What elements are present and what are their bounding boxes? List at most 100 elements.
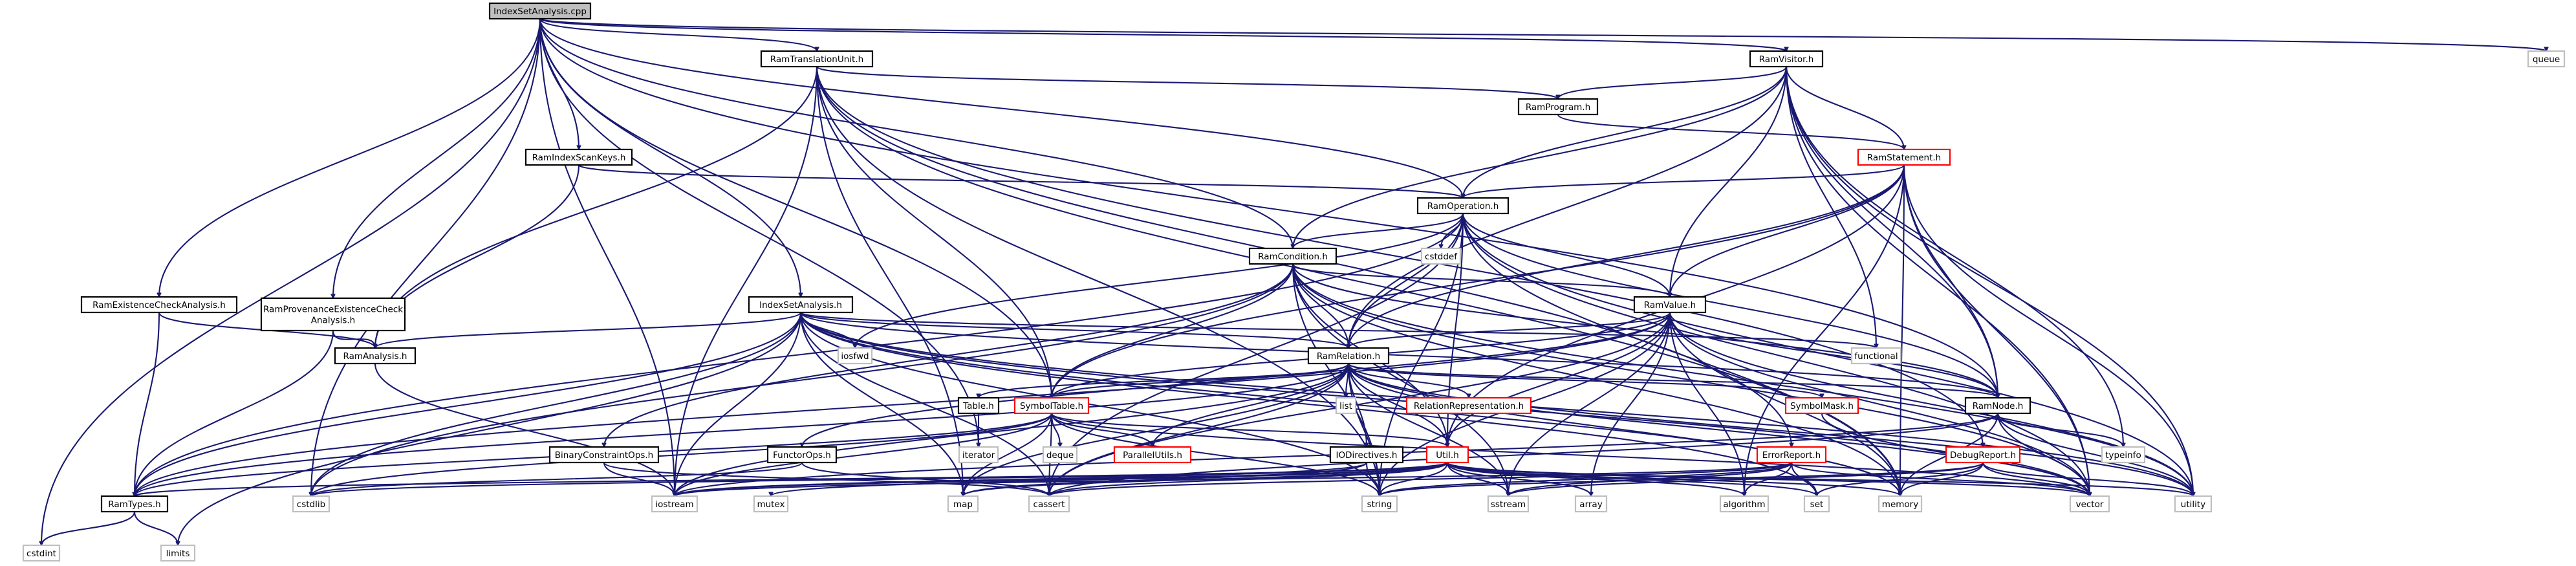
node-util-h[interactable]: Util.h bbox=[1425, 446, 1469, 464]
edge-IndexSetAnalysis_cpp-to-queue bbox=[539, 18, 2546, 51]
node-relationrepresentation-h[interactable]: RelationRepresentation.h bbox=[1405, 397, 1532, 415]
edge-IndexSetAnalysis_cpp-to-iterator bbox=[539, 18, 979, 447]
node-ramindexscankeys-h[interactable]: RamIndexScanKeys.h bbox=[525, 148, 633, 166]
node-label: iosfwd bbox=[841, 351, 869, 362]
node-label: RamOperation.h bbox=[1427, 201, 1499, 212]
node-functorops-h[interactable]: FunctorOps.h bbox=[766, 446, 838, 464]
edge-RamStatement_h-to-RamRelation_h bbox=[1348, 164, 1905, 348]
node-table-h[interactable]: Table.h bbox=[957, 397, 1000, 415]
node-set: set bbox=[1803, 495, 1830, 513]
node-ramoperation-h[interactable]: RamOperation.h bbox=[1416, 197, 1510, 215]
edge-IODirectives_h-to-string bbox=[1365, 462, 1380, 496]
edge-RamTranslationUnit_h-to-map bbox=[816, 66, 963, 496]
node-binaryconstraintops-h[interactable]: BinaryConstraintOps.h bbox=[548, 446, 660, 464]
node-label: RamValue.h bbox=[1644, 300, 1696, 310]
node-memory: memory bbox=[1878, 495, 1923, 513]
node-errorreport-h[interactable]: ErrorReport.h bbox=[1756, 446, 1827, 464]
edge-IndexSetAnalysis_h-to-RamNode_h bbox=[799, 312, 1998, 398]
node-parallelutils-h[interactable]: ParallelUtils.h bbox=[1113, 446, 1192, 464]
edge-RamRelation_h-to-Table_h bbox=[979, 363, 1350, 398]
edge-IndexSetAnalysis_h-to-RamAnalysis_h bbox=[375, 312, 802, 349]
edge-RamRelation_h-to-string bbox=[1347, 363, 1380, 496]
node-symbolmask-h[interactable]: SymbolMask.h bbox=[1784, 397, 1859, 415]
node-label: SymbolTable.h bbox=[1020, 401, 1083, 411]
node-ramexistencecheckanalysis-h[interactable]: RamExistenceCheckAnalysis.h bbox=[80, 296, 238, 314]
node-label: RamAnalysis.h bbox=[343, 351, 407, 362]
node-label: IndexSetAnalysis.h bbox=[759, 300, 842, 310]
node-ramstatement-h[interactable]: RamStatement.h bbox=[1857, 148, 1951, 166]
edge-RamValue_h-to-algorithm bbox=[1669, 312, 1744, 496]
edge-RamValue_h-to-sstream bbox=[1508, 312, 1671, 496]
edge-DebugReport_h-to-set bbox=[1817, 462, 1984, 496]
edge-RamVisitor_h-to-RamProgram_h bbox=[1558, 66, 1788, 99]
edge-RamVisitor_h-to-RamRelation_h bbox=[1348, 66, 1788, 348]
node-symboltable-h[interactable]: SymbolTable.h bbox=[1013, 397, 1090, 415]
node-indexsetanalysis-cpp[interactable]: IndexSetAnalysis.cpp bbox=[488, 2, 592, 20]
edge-DebugReport_h-to-memory bbox=[1900, 462, 1984, 496]
node-iostream: iostream bbox=[651, 495, 698, 513]
edge-IndexSetAnalysis_h-to-limits bbox=[178, 312, 802, 545]
node-ramtranslationunit-h[interactable]: RamTranslationUnit.h bbox=[760, 50, 874, 68]
edge-IndexSetAnalysis_cpp-to-iostream bbox=[539, 18, 675, 496]
node-label: cstdlib bbox=[297, 499, 325, 510]
node-iodirectives-h[interactable]: IODirectives.h bbox=[1329, 446, 1404, 464]
node-list: list bbox=[1335, 397, 1357, 415]
node-ramprogram-h[interactable]: RamProgram.h bbox=[1517, 98, 1599, 116]
edge-IndexSetAnalysis_h-to-RamTypes_h bbox=[135, 312, 802, 496]
node-utility: utility bbox=[2174, 495, 2213, 513]
edge-ErrorReport_h-to-string bbox=[1380, 462, 1793, 497]
node-label: vector bbox=[2076, 499, 2104, 510]
node-label: deque bbox=[1046, 450, 1074, 461]
edge-IndexSetAnalysis_cpp-to-cstdlib bbox=[311, 18, 541, 496]
node-label: ParallelUtils.h bbox=[1123, 450, 1182, 461]
node-ramvalue-h[interactable]: RamValue.h bbox=[1633, 296, 1707, 314]
edge-RamStatement_h-to-vector bbox=[1903, 164, 2090, 496]
node-label: RamCondition.h bbox=[1258, 252, 1328, 262]
edge-RamVisitor_h-to-typeinfo bbox=[1785, 66, 2123, 447]
edge-RamVisitor_h-to-vector bbox=[1785, 66, 2090, 496]
node-indexsetanalysis-h[interactable]: IndexSetAnalysis.h bbox=[748, 296, 854, 314]
node-label: iostream bbox=[655, 499, 693, 510]
node-ramcondition-h[interactable]: RamCondition.h bbox=[1248, 247, 1337, 265]
edge-RamTypes_h-to-limits bbox=[133, 511, 178, 545]
edge-RamTranslationUnit_h-to-string bbox=[816, 66, 1380, 496]
node-array: array bbox=[1574, 495, 1608, 513]
edge-RamCondition_h-to-RamNode_h bbox=[1292, 263, 1998, 398]
node-ramnode-h[interactable]: RamNode.h bbox=[1964, 397, 2031, 415]
edge-RamVisitor_h-to-RamValue_h bbox=[1670, 66, 1788, 297]
edge-Util_h-to-cstdlib bbox=[311, 462, 1449, 497]
edge-RamNode_h-to-utility bbox=[1997, 413, 2193, 496]
node-ramvisitor-h[interactable]: RamVisitor.h bbox=[1749, 50, 1824, 68]
node-label: Analysis.h bbox=[311, 316, 355, 326]
edge-DebugReport_h-to-string bbox=[1380, 462, 1984, 497]
node-queue: queue bbox=[2527, 50, 2566, 68]
node-label: DebugReport.h bbox=[1950, 450, 2016, 461]
edge-RamNode_h-to-typeinfo bbox=[1997, 413, 2123, 447]
node-mutex: mutex bbox=[753, 495, 789, 513]
node-ramrelation-h[interactable]: RamRelation.h bbox=[1307, 347, 1390, 365]
node-label: utility bbox=[2181, 499, 2205, 510]
edge-RamVisitor_h-to-RamOperation_h bbox=[1463, 66, 1788, 198]
edge-IndexSetAnalysis_h-to-RamRelation_h bbox=[799, 312, 1348, 349]
edge-RamProvenanceExistenceCheckAnalysis_h-to-RamTypes_h bbox=[135, 330, 334, 496]
edge-IndexSetAnalysis_h-to-iostream bbox=[675, 312, 802, 496]
edge-IndexSetAnalysis_cpp-to-RamCondition_h bbox=[539, 18, 1293, 248]
edge-RamOperation_h-to-RamRelation_h bbox=[1348, 213, 1464, 348]
node-label: sstream bbox=[1491, 499, 1526, 510]
edge-RamValue_h-to-vector bbox=[1669, 312, 2090, 496]
edge-IndexSetAnalysis_cpp-to-RamOperation_h bbox=[539, 18, 1463, 198]
node-ramtypes-h[interactable]: RamTypes.h bbox=[100, 495, 169, 513]
edge-RamTranslationUnit_h-to-DebugReport_h bbox=[816, 66, 1983, 447]
node-ramanalysis-h[interactable]: RamAnalysis.h bbox=[334, 347, 417, 365]
node-label: RamStatement.h bbox=[1867, 153, 1941, 163]
node-label: BinaryConstraintOps.h bbox=[555, 450, 653, 461]
node-debugreport-h[interactable]: DebugReport.h bbox=[1945, 446, 2021, 464]
node-label: RamRelation.h bbox=[1317, 351, 1380, 362]
edge-RamTranslationUnit_h-to-RamProgram_h bbox=[816, 66, 1558, 100]
edge-IndexSetAnalysis_cpp-to-RamVisitor_h bbox=[539, 18, 1786, 52]
node-label: RamTypes.h bbox=[108, 499, 160, 510]
edge-RamCondition_h-to-memory bbox=[1292, 263, 1900, 496]
edge-RamCondition_h-to-SymbolTable_h bbox=[1052, 263, 1294, 398]
